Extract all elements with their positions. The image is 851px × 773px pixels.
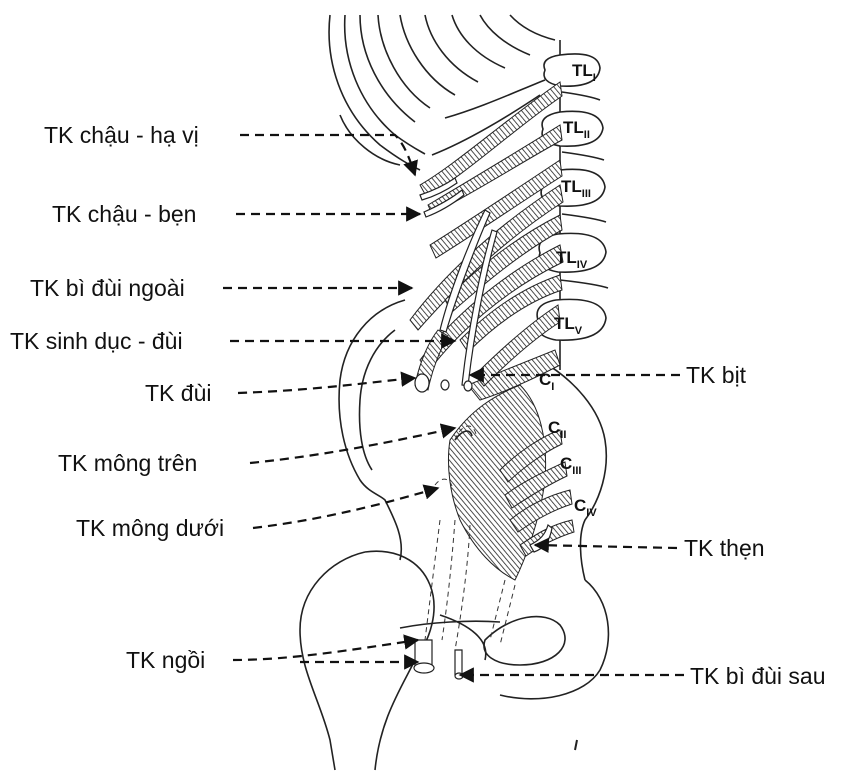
vertebra-label-S4: CIV [574, 496, 597, 519]
label-ilioinguinal-nerve: TK chậu - bẹn [52, 201, 196, 227]
leader-lines [223, 135, 684, 675]
label-obturator-nerve: TK bịt [686, 362, 747, 388]
label-genitofemoral-nerve: TK sinh dục - đùi [10, 328, 183, 354]
label-sciatic-nerve: TK ngồi [126, 647, 205, 673]
label-inferior-gluteal-nerve: TK mông dưới [76, 515, 224, 541]
rib-cage [329, 15, 555, 170]
vertebra-label-S1: CI [539, 370, 554, 393]
label-iliohypogastric-nerve: TK chậu - hạ vị [44, 122, 199, 148]
bottom-tick [575, 740, 577, 750]
label-posterior-femoral-cutaneous-nerve: TK bì đùi sau [690, 663, 826, 689]
label-superior-gluteal-nerve: TK mông trên [58, 450, 197, 476]
label-femoral-nerve: TK đùi [145, 380, 211, 406]
label-lateral-femoral-cutaneous-nerve: TK bì đùi ngoài [30, 275, 185, 301]
label-pudendal-nerve: TK thẹn [684, 535, 765, 561]
